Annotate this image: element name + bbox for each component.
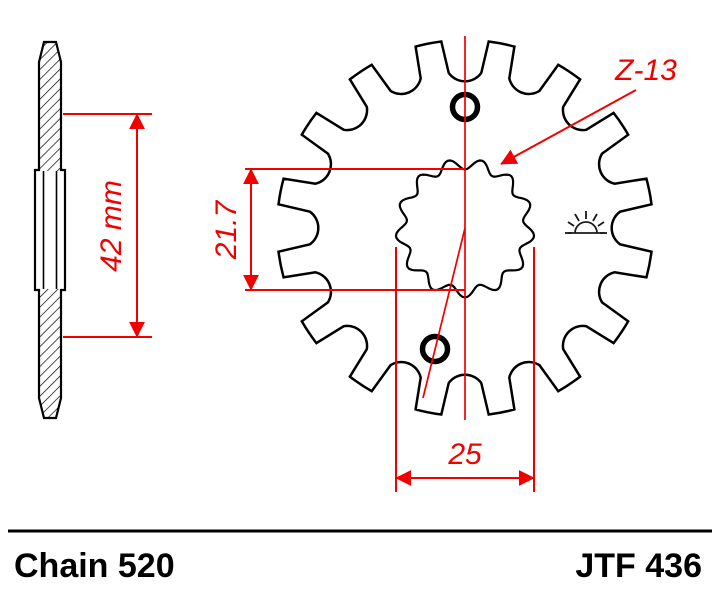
dim-21-7-label: 21.7 — [210, 199, 243, 260]
sunburst-stamp-icon — [565, 211, 607, 234]
bottom-lightening-hole — [419, 333, 451, 365]
dim-25-label: 25 — [447, 438, 482, 471]
part-number-label: JTF 436 — [575, 547, 702, 585]
hole-centerline-diagonal — [422, 227, 466, 399]
dim-21-7 — [243, 168, 465, 291]
dim-42-label: 42 mm — [95, 180, 128, 272]
side-view-hub-face — [36, 171, 64, 289]
z13-label: Z-13 — [614, 54, 677, 87]
z13-leader-line — [500, 89, 637, 165]
side-view — [33, 40, 67, 420]
dim-42 — [63, 113, 152, 338]
dim-25 — [395, 247, 535, 492]
side-view-outline — [33, 40, 67, 420]
chain-size-label: Chain 520 — [14, 547, 175, 585]
